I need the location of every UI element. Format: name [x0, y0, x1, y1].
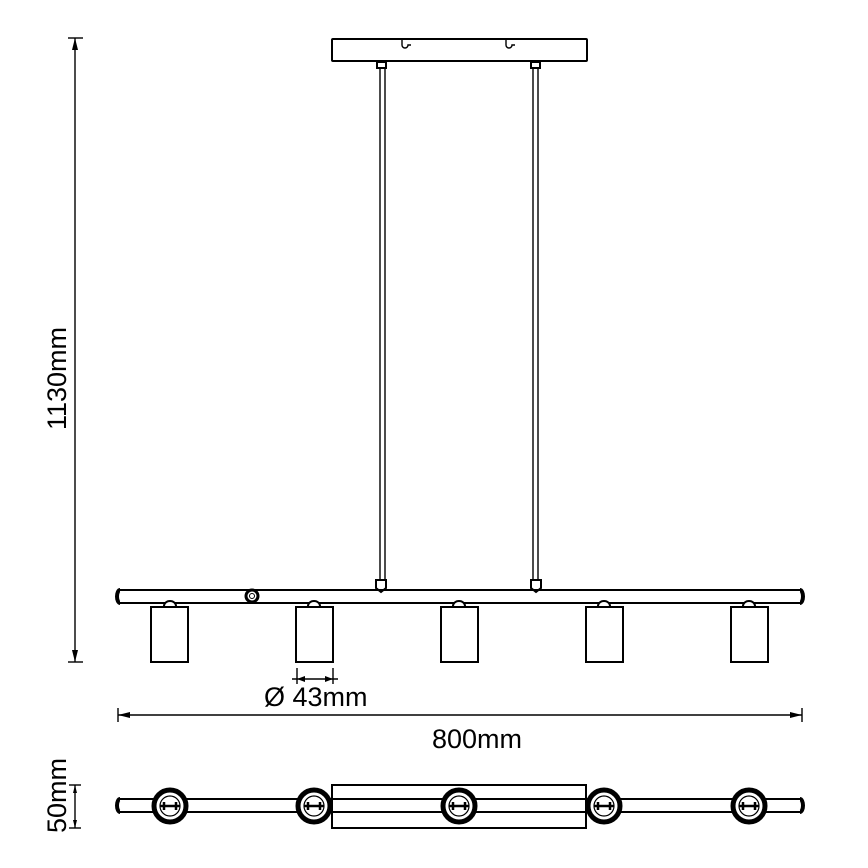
depth-dimension-line — [69, 784, 81, 829]
diameter-dimension-line — [292, 668, 338, 684]
spotlight-top-5 — [730, 787, 768, 825]
spotlight-2 — [295, 600, 334, 663]
width-dimension-line — [117, 708, 803, 722]
spotlight-3 — [440, 600, 479, 663]
spotlight-top-4 — [585, 787, 623, 825]
depth-label: 50mm — [42, 758, 72, 833]
spotlight-1 — [150, 600, 189, 663]
suspension-rod-left — [375, 61, 387, 594]
spotlight-4 — [585, 600, 624, 663]
spotlight-5 — [730, 600, 769, 663]
width-label: 800mm — [432, 724, 522, 754]
spotlight-top-2 — [295, 787, 333, 825]
diameter-label: Ø 43mm — [264, 682, 368, 712]
height-label: 1130mm — [42, 327, 72, 430]
spotlight-top-1 — [151, 787, 189, 825]
top-view — [115, 784, 805, 829]
suspension-rod-right — [530, 61, 542, 594]
ceiling-canopy — [331, 38, 588, 62]
height-dimension-line — [68, 37, 83, 663]
spotlight-top-3 — [440, 787, 478, 825]
switch-knob-icon — [244, 588, 260, 604]
